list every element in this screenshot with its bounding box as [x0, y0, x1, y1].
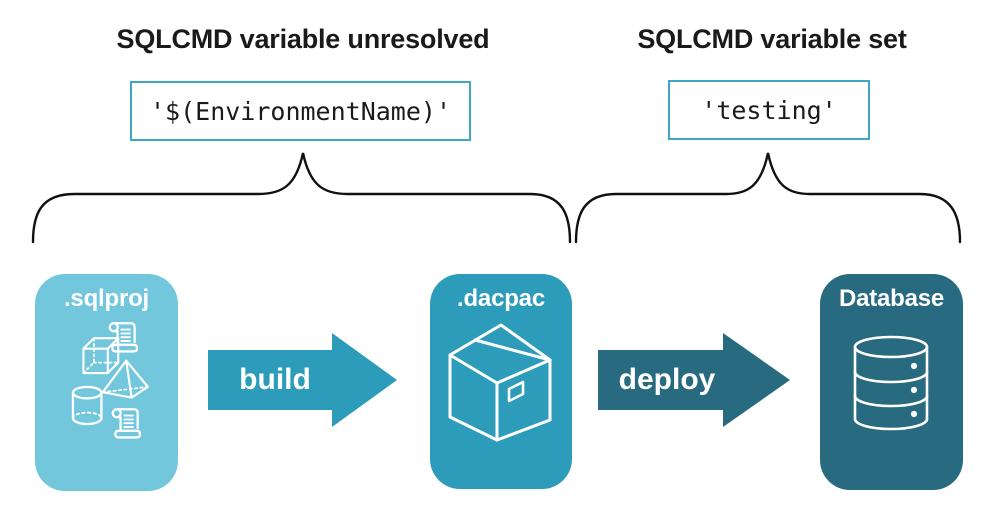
database-icon — [853, 335, 929, 431]
stage-dacpac: .dacpac — [430, 274, 572, 489]
stage-database-label: Database — [838, 285, 945, 312]
pyramid-icon — [101, 359, 149, 399]
code-value-set: 'testing' — [701, 95, 837, 125]
code-box-unresolved: '$(EnvironmentName)' — [130, 81, 471, 141]
script-icon — [111, 408, 142, 439]
build-arrow: build — [208, 333, 398, 427]
cube-icon — [82, 337, 120, 375]
deploy-arrow: deploy — [598, 333, 791, 427]
right-arrow-icon — [208, 333, 397, 427]
brace-right-icon — [574, 152, 962, 244]
right-arrow-icon — [598, 333, 790, 427]
code-box-set: 'testing' — [668, 80, 870, 140]
heading-sqlcmd-set: SQLCMD variable set — [637, 24, 907, 54]
package-icon — [448, 323, 552, 442]
code-value-unresolved: '$(EnvironmentName)' — [149, 96, 452, 126]
stage-dacpac-label: .dacpac — [457, 285, 545, 312]
stage-sqlproj: .sqlproj — [35, 274, 178, 491]
sql-source-objects-icon — [71, 322, 149, 439]
build-arrow-label: build — [239, 363, 311, 396]
deploy-arrow-label: deploy — [618, 363, 716, 396]
heading-sqlcmd-unresolved: SQLCMD variable unresolved — [116, 24, 490, 54]
stage-database: Database — [820, 274, 963, 490]
cylinder-icon — [71, 385, 103, 426]
brace-left-icon — [31, 152, 572, 244]
stage-sqlproj-label: .sqlproj — [63, 285, 150, 312]
